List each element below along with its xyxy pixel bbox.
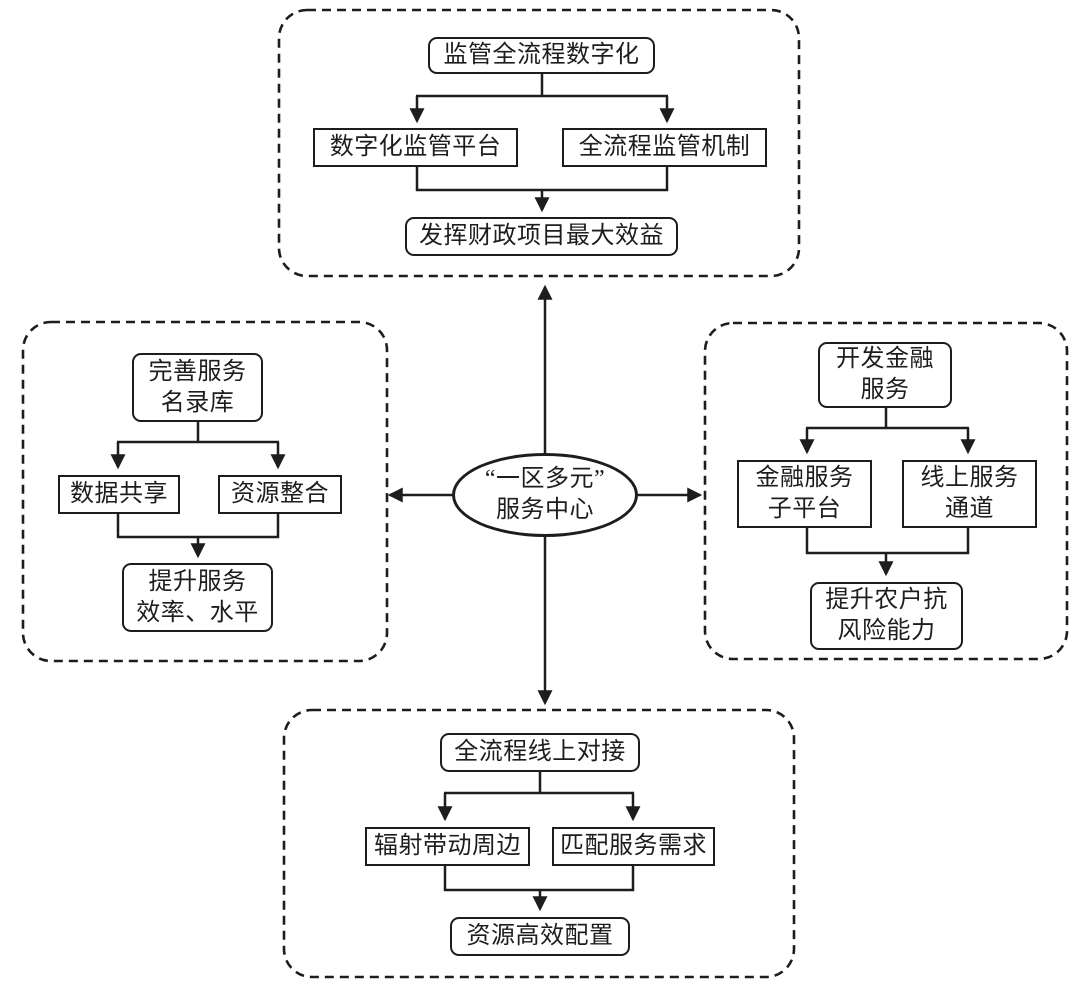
connectors-center	[387, 284, 703, 706]
quadrant-bottom-border	[282, 708, 796, 979]
node-bottom-outcome: 资源高效配置	[450, 917, 630, 956]
node-top-branch-right: 全流程监管机制	[562, 128, 767, 167]
node-bottom-branch-right: 匹配服务需求	[552, 827, 715, 866]
node-left-outcome: 提升服务 效率、水平	[122, 563, 273, 632]
center-hub-ellipse: “一区多元” 服务中心	[452, 453, 638, 537]
connectors-top	[409, 73, 675, 213]
node-right-source: 开发金融 服务	[818, 342, 952, 408]
node-left-branch-right: 资源整合	[218, 475, 342, 514]
connectors-left	[110, 422, 286, 559]
connectors-right	[799, 408, 976, 577]
node-right-outcome: 提升农户抗 风险能力	[810, 582, 963, 650]
node-top-branch-left: 数字化监管平台	[313, 128, 518, 167]
node-right-branch-left: 金融服务 子平台	[737, 460, 872, 528]
quadrant-right-border	[703, 321, 1069, 661]
node-right-branch-right: 线上服务 通道	[902, 460, 1037, 528]
connectors-bottom	[437, 772, 641, 912]
node-bottom-source: 全流程线上对接	[440, 733, 640, 772]
node-top-source: 监管全流程数字化	[428, 37, 655, 74]
quadrant-left-border	[21, 320, 389, 663]
node-bottom-branch-left: 辐射带动周边	[365, 827, 530, 866]
node-left-branch-left: 数据共享	[58, 475, 180, 514]
quadrant-top-border	[277, 8, 801, 278]
node-top-outcome: 发挥财政项目最大效益	[405, 217, 678, 256]
node-left-source: 完善服务 名录库	[132, 353, 263, 422]
